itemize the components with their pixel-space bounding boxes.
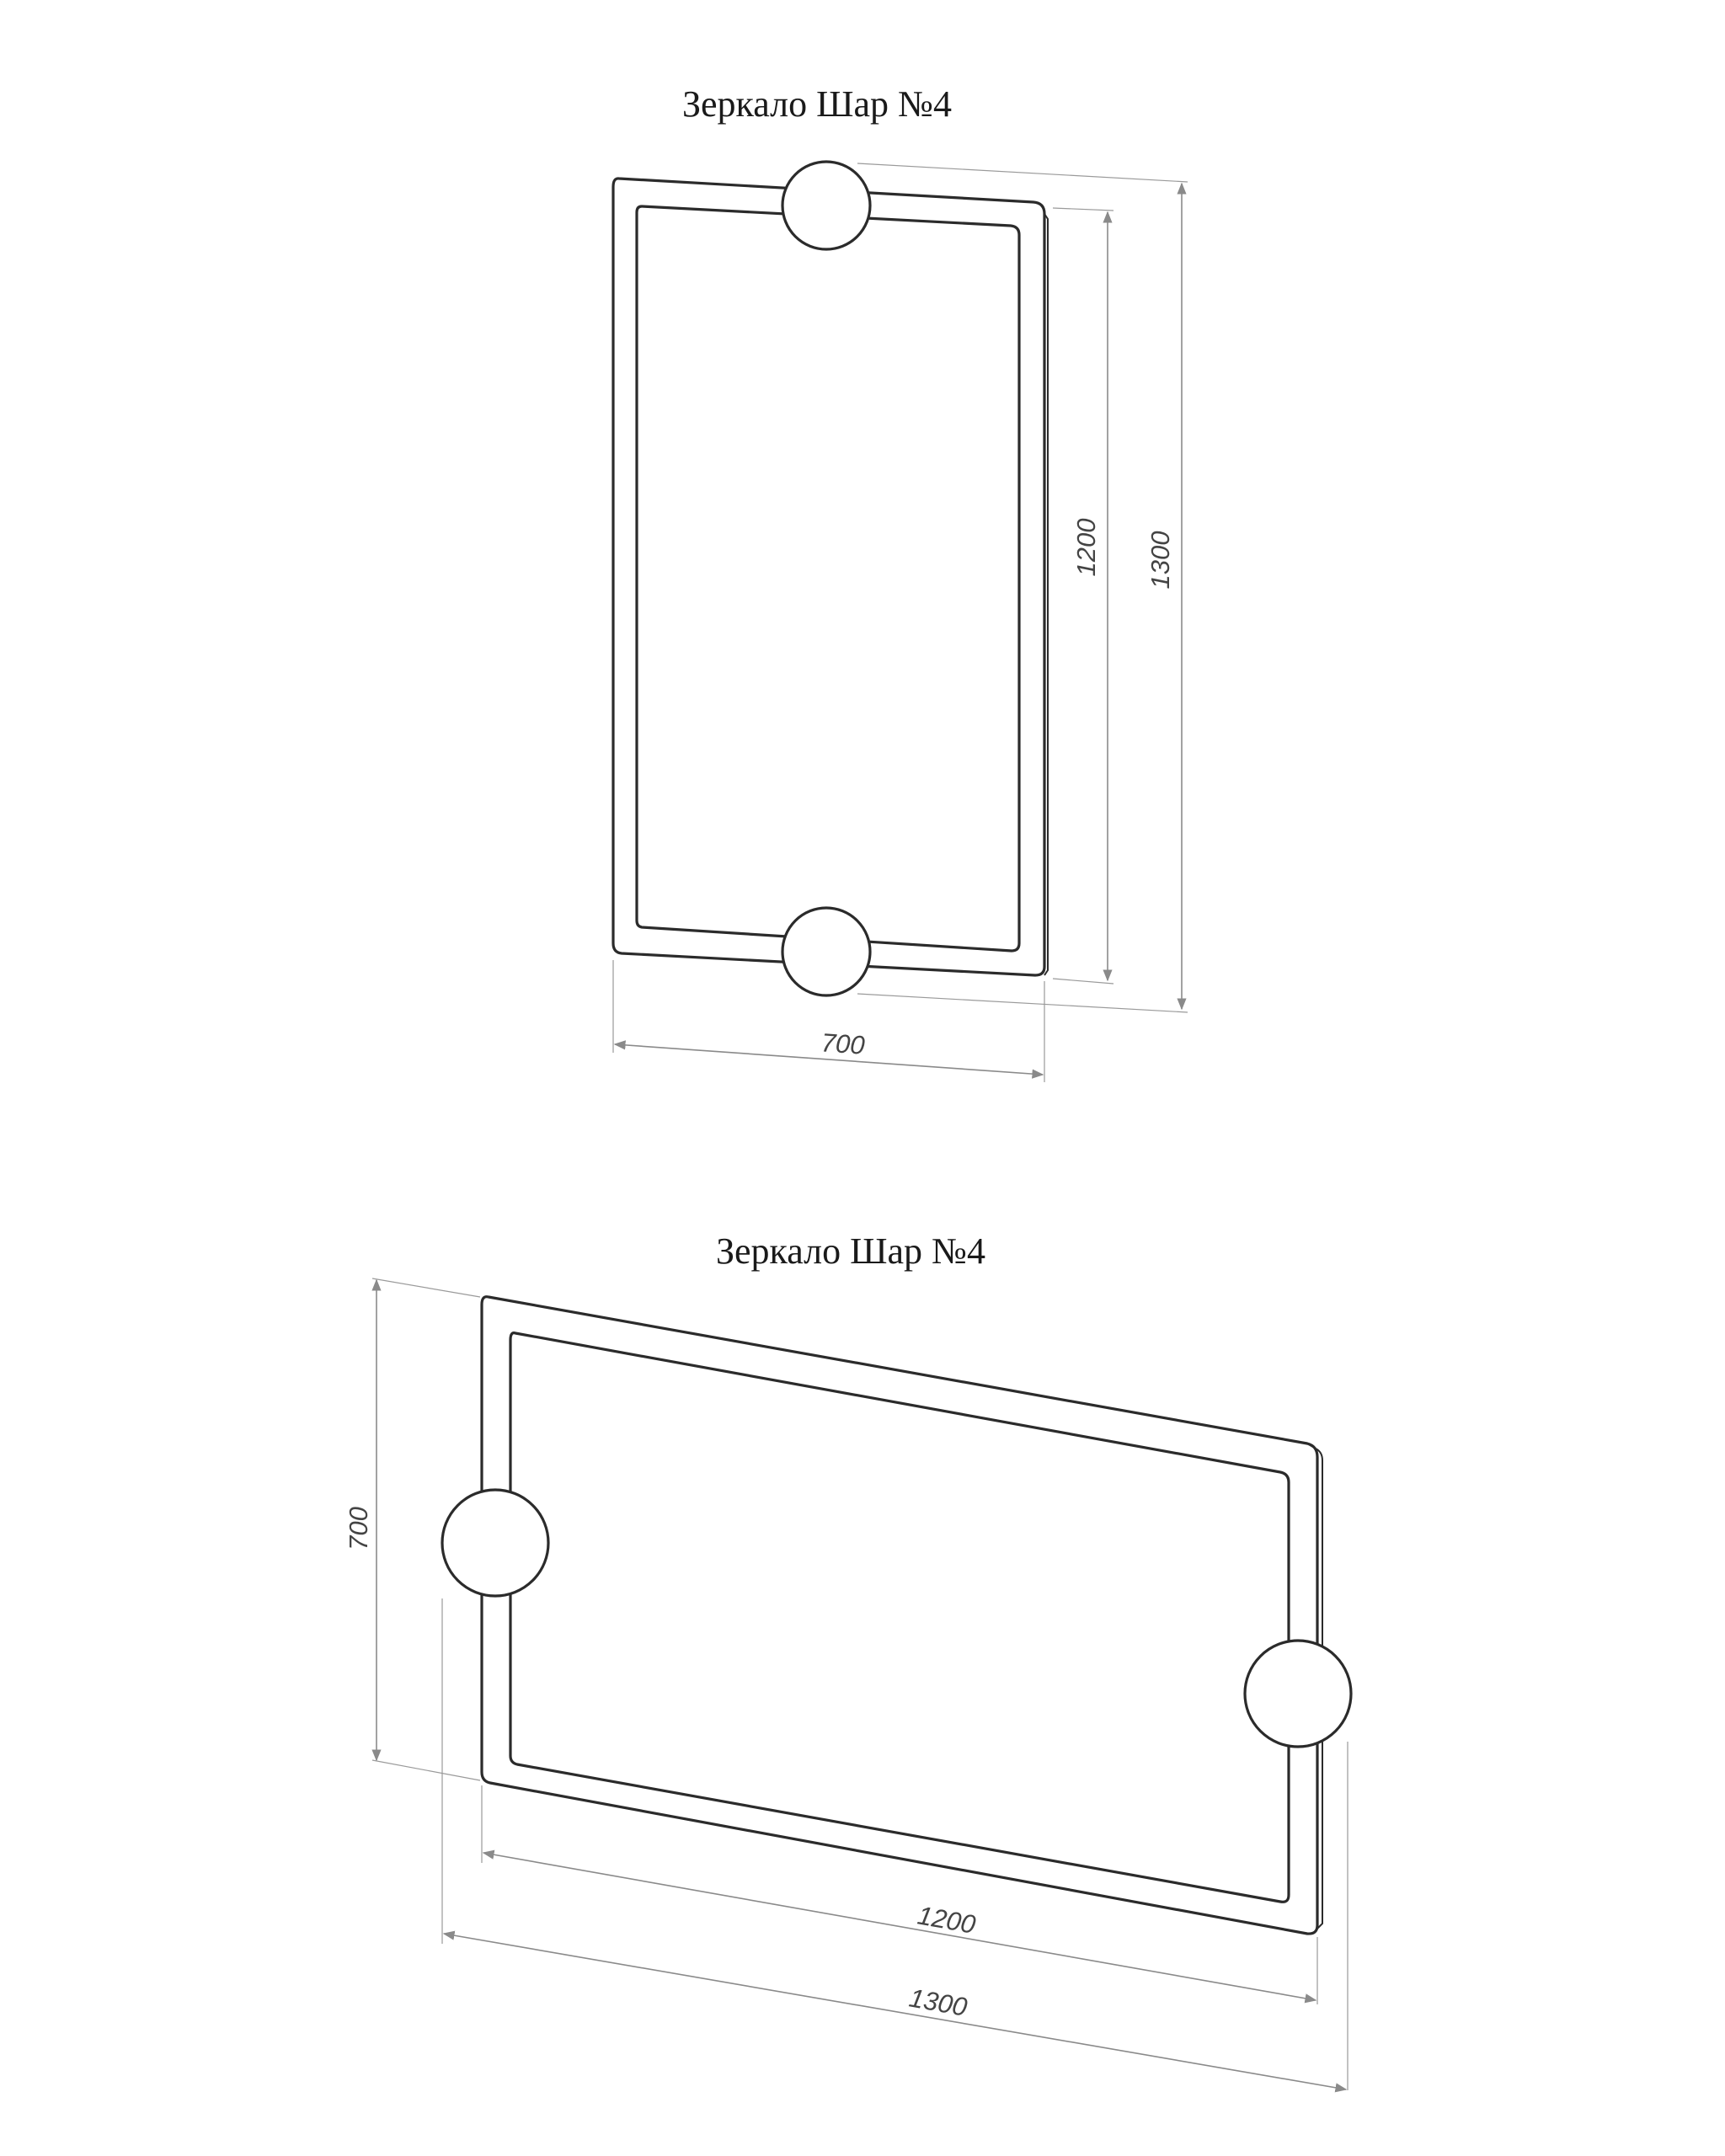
extension-line — [857, 993, 1188, 1013]
extension-line — [1052, 207, 1114, 211]
dimension-label-outer-width: 1300 — [907, 1983, 969, 2021]
vertical-mirror-drawing: Зеркало Шар №4 1200 1300 700 — [611, 83, 1188, 1082]
extension-line — [371, 1278, 481, 1298]
dimension-line-inner-width — [482, 1849, 1317, 2004]
horizontal-mirror-left-ball — [441, 1488, 550, 1598]
vertical-mirror-title: Зеркало Шар №4 — [682, 83, 952, 125]
extension-line — [857, 163, 1188, 183]
vertical-mirror-outer-frame — [611, 177, 1046, 977]
vertical-mirror-top-ball — [781, 160, 872, 251]
extension-line — [1052, 978, 1114, 985]
dimension-label-height: 700 — [344, 1507, 373, 1550]
dimension-label-inner-height: 1200 — [1071, 519, 1101, 577]
horizontal-mirror-outer-frame — [480, 1295, 1319, 1935]
dimension-line-width — [613, 1040, 1044, 1079]
dimension-label-outer-height: 1300 — [1146, 531, 1175, 590]
vertical-mirror-bottom-ball — [781, 906, 872, 997]
horizontal-mirror-title: Зеркало Шар №4 — [716, 1230, 985, 1272]
vertical-mirror-inner-frame — [635, 205, 1021, 953]
dimension-line-outer-width — [442, 1930, 1348, 2093]
vertical-mirror-frame-edge — [1044, 213, 1049, 976]
horizontal-mirror-right-ball — [1243, 1639, 1353, 1748]
extension-line — [371, 1759, 481, 1781]
dimension-label-width: 700 — [820, 1027, 866, 1060]
dimension-label-inner-width: 1200 — [916, 1900, 978, 1939]
horizontal-mirror-drawing: Зеркало Шар №4 700 1200 1300 — [344, 1230, 1353, 2093]
horizontal-mirror-frame-edge — [1306, 1443, 1323, 1929]
